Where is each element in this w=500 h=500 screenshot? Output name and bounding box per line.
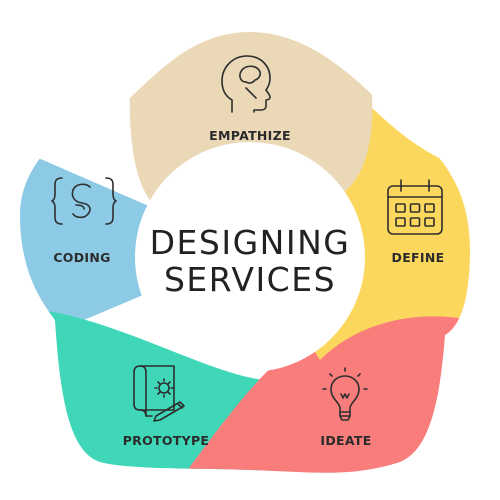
calendar-icon: [387, 179, 443, 235]
segment-ideate: [180, 305, 470, 473]
segment-coding: [20, 150, 250, 330]
stage-label-prototype: PROTOTYPE: [123, 433, 210, 448]
blueprint-gear-icon: [133, 365, 185, 422]
head-profile-icon: [221, 55, 271, 113]
center-circle: [135, 142, 365, 372]
code-braces-icon: [51, 177, 117, 225]
stage-label-coding: CODING: [53, 250, 110, 265]
center-title-line-1: DESIGNING: [150, 223, 351, 262]
lightbulb-icon: [322, 367, 368, 421]
center-title-line-2: SERVICES: [164, 260, 336, 299]
stage-label-ideate: IDEATE: [320, 433, 371, 448]
stage-label-empathize: EMPATHIZE: [209, 128, 291, 143]
stage-label-define: DEFINE: [392, 250, 445, 265]
